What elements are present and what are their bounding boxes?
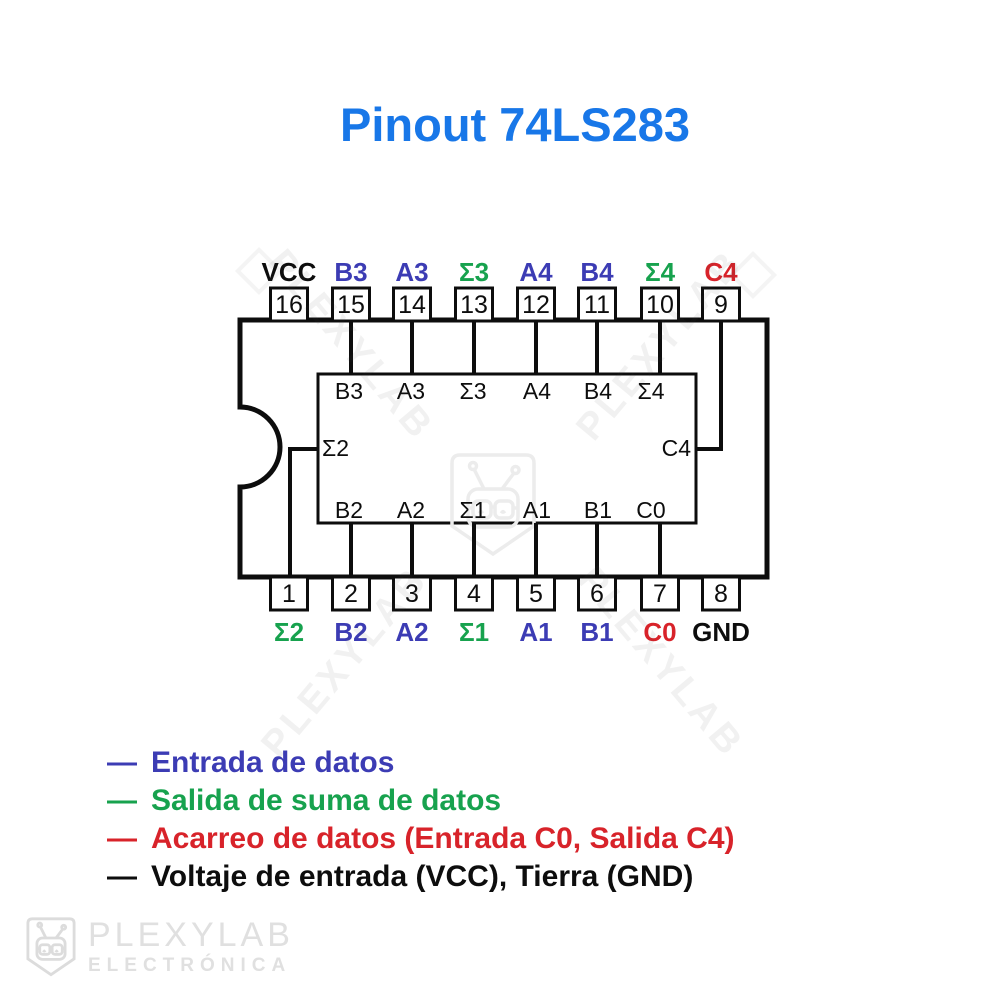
pin-number-10: 10 — [646, 291, 674, 319]
pin-label-b4: B4 — [580, 257, 614, 287]
inner-label-a2: A2 — [397, 497, 425, 523]
pin-label-a4: A4 — [519, 257, 553, 287]
connector-pin9-c4 — [697, 321, 723, 451]
pin-number-15: 15 — [337, 291, 365, 319]
plexylab-logo-icon — [26, 917, 76, 977]
legend-label: Salida de suma de datos — [151, 784, 502, 817]
legend-label: Entrada de datos — [151, 746, 395, 779]
pin-label-vcc: VCC — [262, 257, 317, 287]
inner-label-b3: B3 — [335, 378, 363, 404]
bottom-pin-boxes — [269, 575, 741, 612]
pin-box-10 — [640, 286, 680, 323]
top-pin-numbers: 16 15 14 13 12 11 10 9 — [275, 291, 728, 319]
pin-box-1 — [269, 575, 309, 612]
connector-lines — [288, 321, 723, 577]
chip-inner-block — [316, 372, 698, 525]
pin-box-4 — [454, 575, 494, 612]
pin-box-13 — [454, 286, 494, 323]
pin-box-12 — [516, 286, 556, 323]
pin-label-gnd: GND — [692, 617, 750, 647]
pin-label-sigma3: Σ3 — [459, 257, 489, 287]
pin-label-c0: C0 — [643, 617, 676, 647]
inner-label-sigma4: Σ4 — [637, 378, 664, 404]
top-pin-labels: VCC B3 A3 Σ3 A4 B4 Σ4 C4 — [262, 257, 739, 287]
top-pin-boxes — [269, 286, 741, 323]
page-title: Pinout 74LS283 — [340, 98, 690, 151]
legend-item-carry: — Acarreo de datos (Entrada C0, Salida C… — [107, 820, 735, 858]
pin-label-a2: A2 — [395, 617, 428, 647]
pin-number-4: 4 — [467, 580, 481, 608]
pin-label-sigma1: Σ1 — [459, 617, 489, 647]
plexylab-logo: PLEXYLAB ELECTRÓNICA — [22, 916, 294, 978]
inner-label-b2: B2 — [335, 497, 363, 523]
pin-box-7 — [640, 575, 680, 612]
legend: — Entrada de datos — Salida de suma de d… — [107, 744, 735, 896]
pin-label-b2: B2 — [334, 617, 367, 647]
pin-box-2 — [331, 575, 371, 612]
pin-label-sigma4: Σ4 — [645, 257, 676, 287]
pin-number-1: 1 — [282, 580, 296, 608]
legend-label: Acarreo de datos (Entrada C0, Salida C4) — [151, 822, 735, 855]
pin-number-14: 14 — [398, 291, 426, 319]
pin-label-a3: A3 — [395, 257, 428, 287]
inner-label-a4: A4 — [523, 378, 551, 404]
pin-box-8 — [701, 575, 741, 612]
legend-label: Voltaje de entrada (VCC), Tierra (GND) — [151, 860, 694, 893]
inner-label-sigma1: Σ1 — [459, 497, 486, 523]
pin-box-16 — [269, 286, 309, 323]
pin-number-9: 9 — [714, 291, 728, 319]
legend-dash: — — [107, 746, 137, 779]
pin-number-5: 5 — [529, 580, 543, 608]
legend-dash: — — [107, 822, 137, 855]
pin-number-12: 12 — [522, 291, 550, 319]
logo-brand-subtitle: ELECTRÓNICA — [88, 955, 292, 976]
bottom-pin-labels: Σ2 B2 A2 Σ1 A1 B1 C0 GND — [274, 617, 750, 647]
pin-box-14 — [392, 286, 432, 323]
pin-label-a1: A1 — [519, 617, 552, 647]
pin-box-5 — [516, 575, 556, 612]
legend-item-power: — Voltaje de entrada (VCC), Tierra (GND) — [107, 858, 735, 896]
inner-label-a1: A1 — [523, 497, 551, 523]
inner-label-c0: C0 — [636, 497, 665, 523]
pin-label-b1: B1 — [580, 617, 613, 647]
inner-label-b4: B4 — [584, 378, 612, 404]
pin-number-2: 2 — [344, 580, 358, 608]
pin-number-8: 8 — [714, 580, 728, 608]
pin-label-c4: C4 — [704, 257, 738, 287]
pin-number-3: 3 — [405, 580, 419, 608]
legend-item-sum-outputs: — Salida de suma de datos — [107, 782, 735, 820]
pin-box-9 — [701, 286, 741, 323]
inner-label-sigma2: Σ2 — [322, 435, 349, 461]
pin-label-b3: B3 — [334, 257, 367, 287]
pin-number-11: 11 — [584, 291, 610, 319]
pin-number-6: 6 — [590, 580, 604, 608]
pin-number-13: 13 — [460, 291, 488, 319]
legend-dash: — — [107, 860, 137, 893]
pin-box-3 — [392, 575, 432, 612]
inner-label-a3: A3 — [397, 378, 425, 404]
pin-box-11 — [577, 286, 617, 323]
pin-box-15 — [331, 286, 371, 323]
plexylab-logo-text: PLEXYLAB ELECTRÓNICA — [88, 916, 294, 975]
pin-label-sigma2: Σ2 — [274, 617, 304, 647]
inner-label-sigma3: Σ3 — [459, 378, 486, 404]
connector-pin1-sigma2 — [288, 447, 318, 576]
inner-label-c4: C4 — [662, 435, 692, 461]
legend-dash: — — [107, 784, 137, 817]
inner-label-b1: B1 — [584, 497, 612, 523]
pin-number-7: 7 — [653, 580, 667, 608]
inner-labels: B3 A3 Σ3 A4 B4 Σ4 Σ2 C4 B2 A2 Σ1 A1 B1 C… — [322, 378, 691, 523]
pin-number-16: 16 — [275, 291, 303, 319]
legend-item-inputs: — Entrada de datos — [107, 744, 735, 782]
pin-box-6 — [577, 575, 617, 612]
bottom-pin-numbers: 1 2 3 4 5 6 7 8 — [282, 580, 728, 608]
logo-brand-name: PLEXYLAB — [88, 916, 294, 954]
